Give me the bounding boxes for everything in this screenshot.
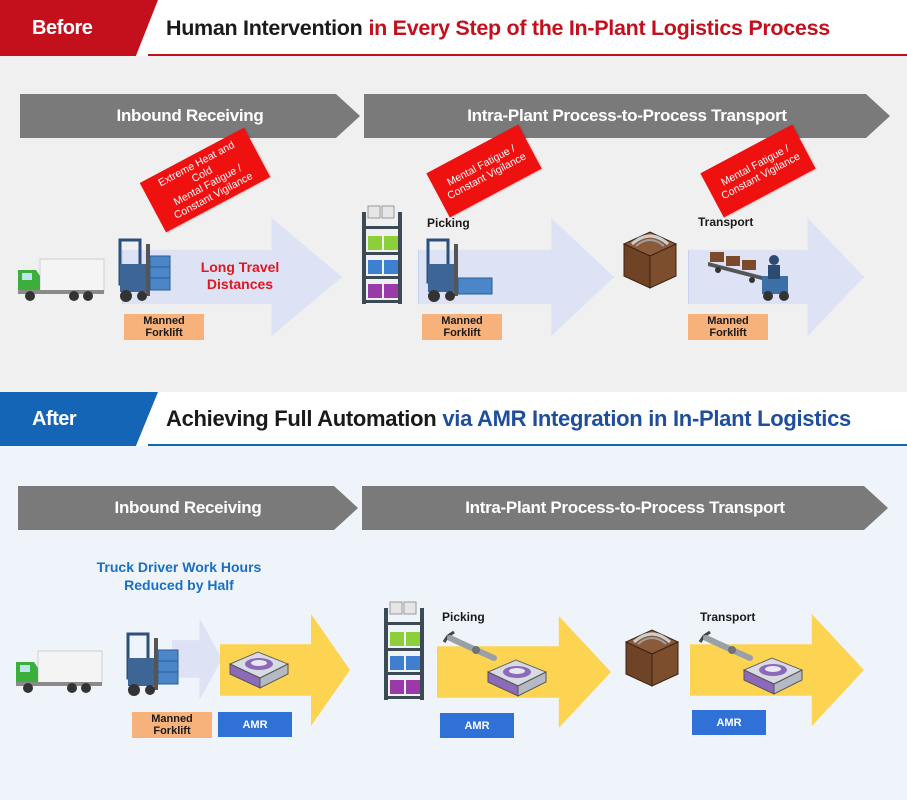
after-title-accent: via AMR Integration in In-Plant Logistic…	[442, 406, 851, 431]
amr-robot-icon	[742, 657, 804, 695]
truck-icon	[16, 650, 103, 693]
before-warning-2-text: Mental Fatigue / Constant Vigilance	[445, 142, 529, 203]
long-travel-text: Long Travel Distances	[200, 259, 280, 292]
before-transport-label: Transport	[698, 215, 754, 229]
before-warning-1-text: Extreme Heat and Cold Mental Fatigue / C…	[156, 138, 255, 222]
after-title-main: Achieving Full Automation	[166, 406, 437, 431]
amr-robot-icon	[486, 659, 548, 697]
after-amr-label-3: AMR	[692, 710, 766, 735]
before-header: Before Human Intervention in Every Step …	[0, 0, 907, 56]
before-warning-3-text: Mental Fatigue / Constant Vigilance	[719, 142, 803, 203]
before-forklift-label-1: Manned Forklift	[124, 314, 204, 340]
wooden-crate-icon	[624, 629, 680, 687]
before-section: Before Human Intervention in Every Step …	[0, 0, 907, 392]
wooden-crate-icon	[622, 231, 678, 289]
after-tag: After	[0, 392, 158, 446]
reduced-hours-text: Truck Driver Work Hours Reduced by Half	[96, 559, 262, 593]
shelf-rack-icon	[362, 205, 402, 304]
forklift-icon	[118, 238, 171, 302]
before-title-main: Human Intervention	[166, 15, 363, 40]
before-stage-intra: Intra-Plant Process-to-Process Transport	[364, 94, 890, 138]
amr-robot-icon	[228, 651, 290, 689]
before-warning-1: Extreme Heat and Cold Mental Fatigue / C…	[139, 127, 271, 233]
tugger-cart-icon	[708, 252, 789, 301]
before-stage-inbound: Inbound Receiving	[20, 94, 360, 138]
forklift-icon	[126, 632, 179, 696]
before-title-accent: in Every Step of the In-Plant Logistics …	[368, 15, 830, 40]
after-title: Achieving Full Automation via AMR Integr…	[166, 392, 851, 446]
shelf-rack-icon	[384, 601, 424, 700]
after-stage-inbound: Inbound Receiving	[18, 486, 358, 530]
before-picking-label: Picking	[427, 216, 470, 230]
after-amr-label-1: AMR	[218, 712, 292, 737]
robot-arm-icon	[442, 630, 497, 661]
before-warning-2: Mental Fatigue / Constant Vigilance	[426, 124, 542, 218]
after-stage-intra: Intra-Plant Process-to-Process Transport	[362, 486, 888, 530]
after-header: After Achieving Full Automation via AMR …	[0, 392, 907, 446]
robot-arm-icon	[698, 630, 753, 661]
before-forklift-label-3: Manned Forklift	[688, 314, 768, 340]
before-title: Human Intervention in Every Step of the …	[166, 0, 830, 56]
forklift-icon	[426, 238, 493, 302]
before-warning-3: Mental Fatigue / Constant Vigilance	[700, 124, 816, 218]
truck-icon	[18, 258, 105, 301]
after-picking-label: Picking	[442, 610, 485, 624]
after-header-line	[148, 444, 907, 446]
before-header-line	[148, 54, 907, 56]
before-forklift-label-2: Manned Forklift	[422, 314, 502, 340]
after-forklift-label: Manned Forklift	[132, 712, 212, 738]
after-section: After Achieving Full Automation via AMR …	[0, 392, 907, 800]
after-transport-label: Transport	[700, 610, 756, 624]
before-tag: Before	[0, 0, 158, 56]
after-amr-label-2: AMR	[440, 713, 514, 738]
